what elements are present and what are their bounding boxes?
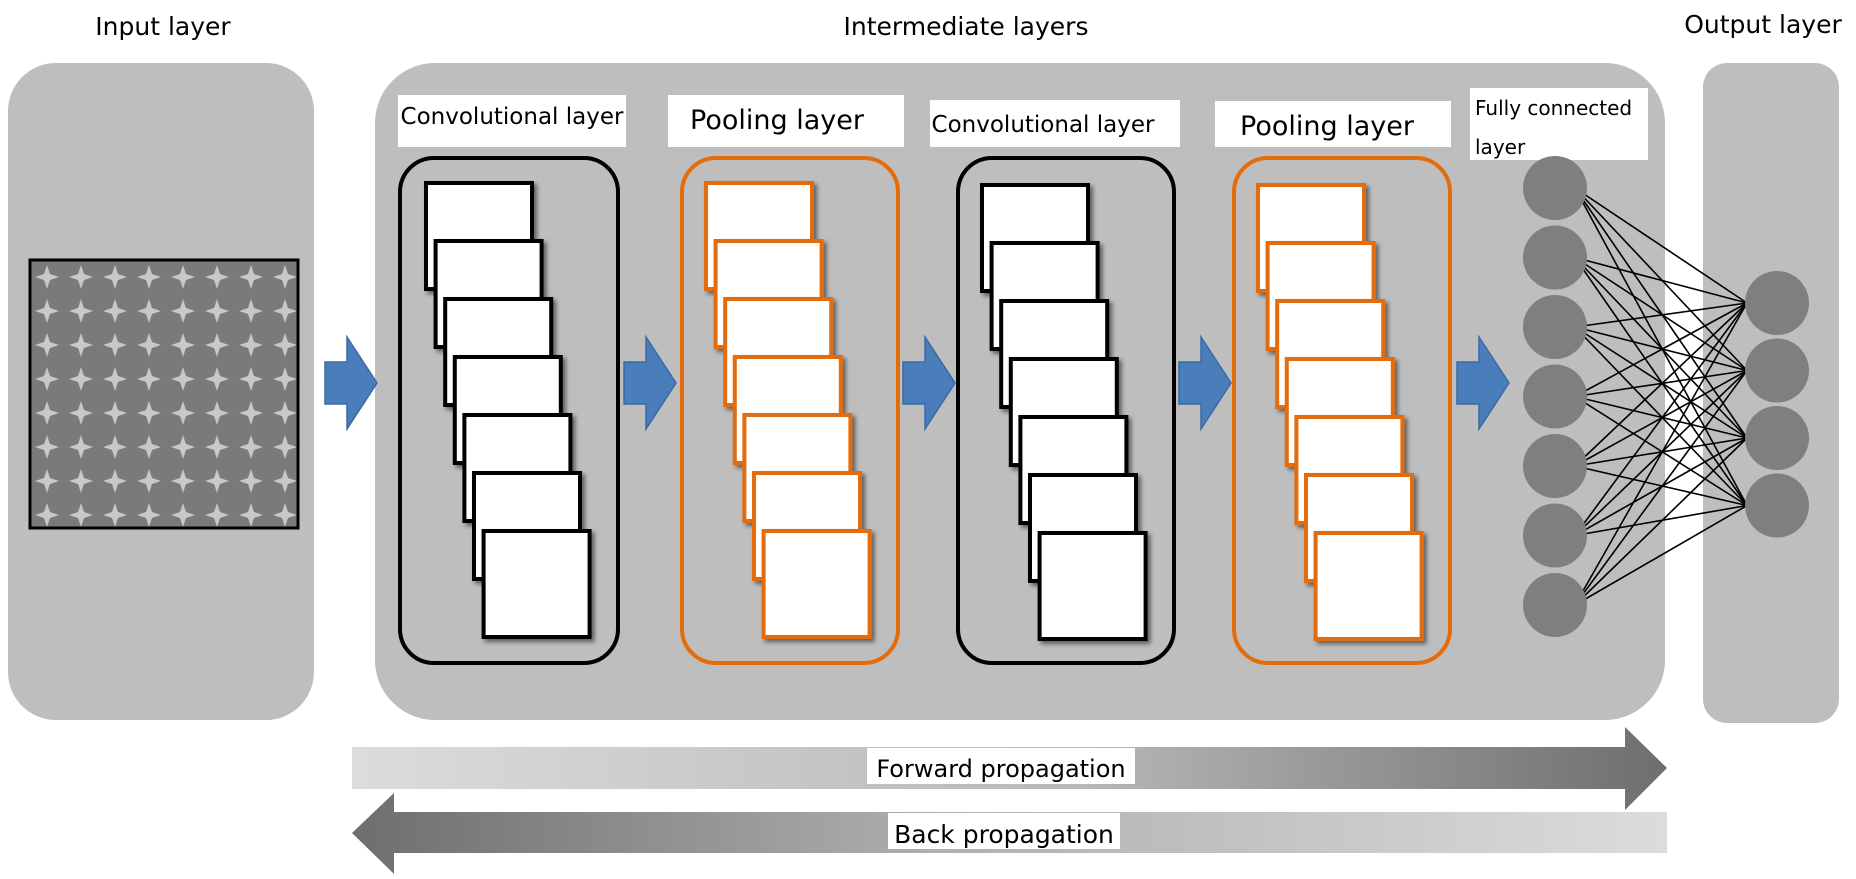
connection-4-3 bbox=[1574, 395, 1748, 439]
fc-node-5 bbox=[1523, 434, 1587, 498]
conv2-frame bbox=[956, 156, 1176, 665]
fc-node-2 bbox=[1523, 225, 1587, 290]
pool1-label: Pooling layer bbox=[690, 105, 865, 136]
connection-2-1 bbox=[1574, 256, 1748, 304]
connection-7-4 bbox=[1574, 504, 1748, 606]
output-node-3 bbox=[1745, 406, 1809, 470]
connection-6-1 bbox=[1574, 302, 1748, 536]
fc-label-line1: Fully connected bbox=[1475, 96, 1632, 120]
output-nodes bbox=[1745, 271, 1809, 538]
conv2-label-box bbox=[930, 100, 1180, 147]
pool1-frame bbox=[680, 156, 900, 665]
pool2-map-7 bbox=[1313, 531, 1424, 641]
fc-node-7 bbox=[1523, 573, 1587, 637]
intermediate-layers-heading: Intermediate layers bbox=[844, 12, 1089, 41]
pool2-label: Pooling layer bbox=[1240, 111, 1415, 142]
fc-connections bbox=[1574, 187, 1748, 606]
fc-label-line2: layer bbox=[1475, 135, 1526, 159]
flow-arrow-1 bbox=[324, 334, 378, 432]
connection-2-3 bbox=[1574, 256, 1748, 439]
connection-7-1 bbox=[1574, 302, 1748, 606]
forward-propagation-label: Forward propagation bbox=[876, 755, 1125, 783]
connection-7-2 bbox=[1574, 370, 1748, 606]
connection-7-3 bbox=[1574, 437, 1748, 606]
fc-node-1 bbox=[1523, 156, 1587, 220]
back-propagation-label: Back propagation bbox=[894, 820, 1114, 849]
fc-label-box bbox=[1470, 88, 1648, 160]
back-label-box bbox=[888, 813, 1120, 849]
conv2-label: Convolutional layer bbox=[932, 112, 1155, 138]
connection-1-1 bbox=[1574, 187, 1748, 304]
connection-2-2 bbox=[1574, 256, 1748, 372]
fc-node-3 bbox=[1523, 295, 1587, 359]
conv1-feature-maps bbox=[424, 181, 592, 639]
connection-3-3 bbox=[1574, 326, 1748, 439]
connection-1-3 bbox=[1574, 187, 1748, 439]
connection-4-1 bbox=[1574, 302, 1748, 398]
conv1-map-7 bbox=[481, 529, 592, 639]
output-node-2 bbox=[1745, 338, 1809, 403]
pool2-feature-maps bbox=[1256, 183, 1424, 641]
pool2-label-box bbox=[1215, 101, 1451, 147]
connection-3-2 bbox=[1574, 326, 1748, 372]
connection-5-1 bbox=[1574, 302, 1748, 467]
connection-4-4 bbox=[1574, 395, 1748, 507]
flow-arrow-3 bbox=[902, 334, 956, 432]
connection-5-4 bbox=[1574, 465, 1748, 507]
connection-3-4 bbox=[1574, 326, 1748, 507]
forward-label-box bbox=[867, 748, 1135, 784]
connection-3-1 bbox=[1574, 302, 1748, 328]
fc-node-4 bbox=[1523, 364, 1587, 429]
connection-2-4 bbox=[1574, 257, 1748, 506]
fc-node-6 bbox=[1523, 503, 1587, 568]
flow-arrow-5 bbox=[1456, 334, 1510, 432]
conv1-label-box bbox=[398, 95, 626, 147]
connection-1-2 bbox=[1574, 187, 1748, 372]
pool1-map-7 bbox=[761, 529, 872, 639]
output-node-4 bbox=[1745, 473, 1809, 538]
fc-nodes bbox=[1523, 156, 1587, 637]
pool1-feature-maps bbox=[704, 181, 872, 639]
conv2-feature-maps bbox=[980, 183, 1148, 641]
output-node-1 bbox=[1745, 271, 1809, 335]
flow-arrow-4 bbox=[1178, 334, 1232, 432]
output-layer-heading: Output layer bbox=[1684, 10, 1842, 39]
flow-arrow-2 bbox=[623, 334, 677, 432]
input-image bbox=[28, 258, 300, 530]
conv1-frame bbox=[398, 156, 620, 665]
input-layer-heading: Input layer bbox=[95, 12, 231, 41]
conv2-map-7 bbox=[1037, 531, 1148, 641]
conv1-label: Convolutional layer bbox=[401, 104, 624, 130]
pool1-label-box bbox=[668, 95, 904, 147]
pool2-frame bbox=[1232, 156, 1452, 665]
